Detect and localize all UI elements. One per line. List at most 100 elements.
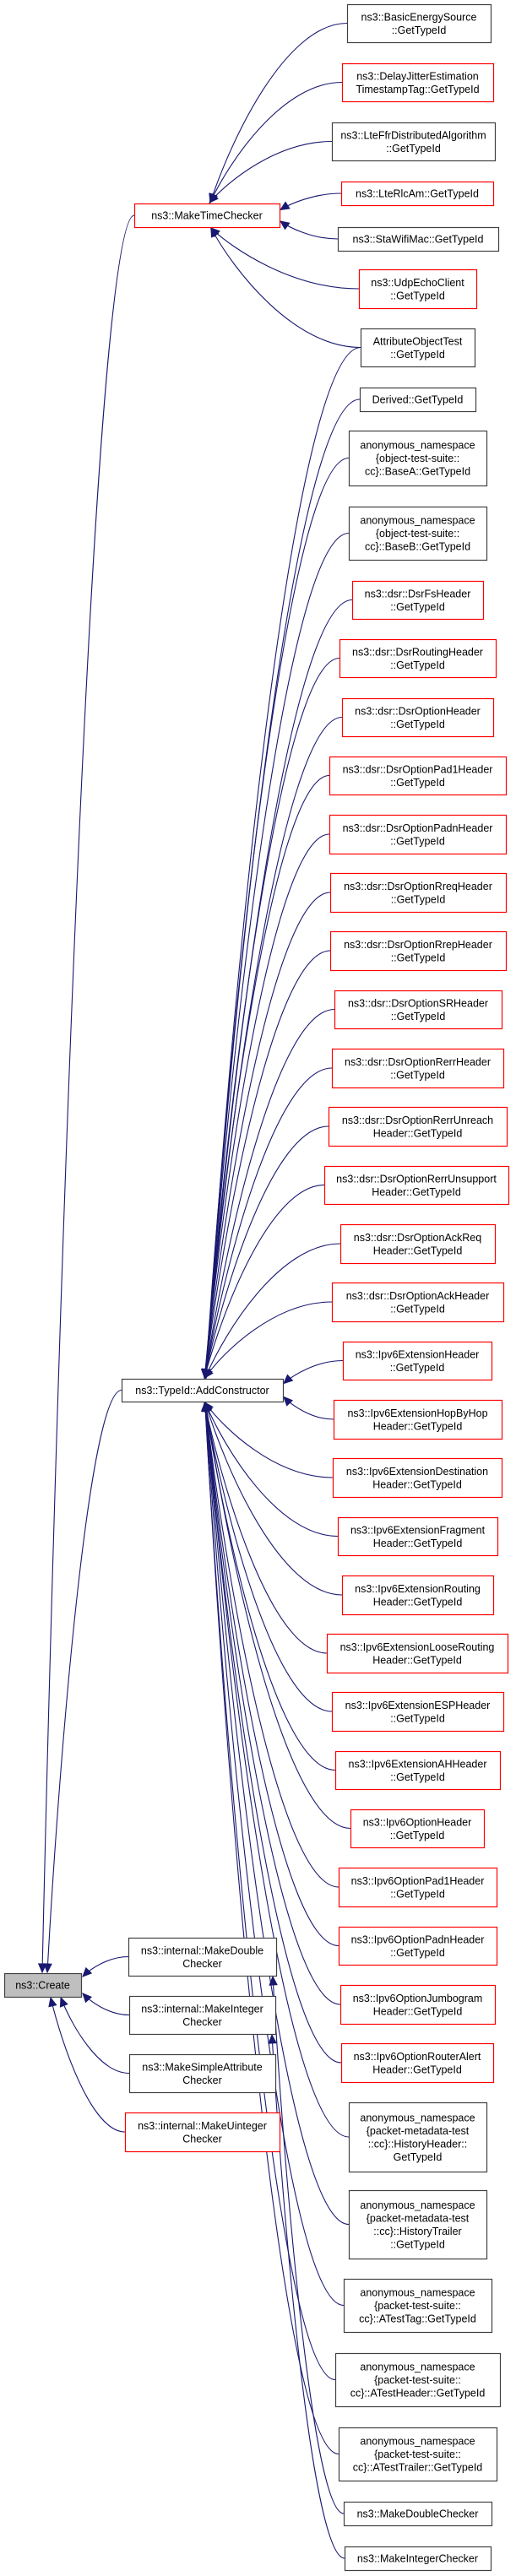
- node-label-line: ns3::Create: [15, 1980, 70, 1992]
- node-add-constructor[interactable]: ns3::TypeId::AddConstructor: [121, 1378, 285, 1403]
- node-create[interactable]: ns3::Create: [3, 1972, 83, 1998]
- node-box: [133, 203, 281, 229]
- node-ipv6-ext-fragment[interactable]: ns3::Ipv6ExtensionFragmentHeader::GetTyp…: [337, 1516, 499, 1557]
- node-ipv6-option-jumbogram[interactable]: ns3::Ipv6OptionJumbogramHeader::GetTypeI…: [339, 1984, 497, 2026]
- node-dsr-option-header[interactable]: ns3::dsr::DsrOptionHeader::GetTypeId: [341, 697, 495, 738]
- node-label-line: ns3::LteFfrDistributedAlgorithm: [340, 129, 486, 141]
- node-ipv6-option-pad1[interactable]: ns3::Ipv6OptionPad1Header::GetTypeId: [338, 1867, 498, 1908]
- node-dsr-option-rerr[interactable]: ns3::dsr::DsrOptionRerrHeader::GetTypeId: [331, 1048, 505, 1089]
- nodes-layer: ns3::Create ns3::MakeTimeCheckerns3::Type…: [3, 3, 510, 2572]
- node-base-a[interactable]: anonymous_namespace{object-test-suite::c…: [348, 430, 488, 487]
- node-dsr-option-rerr-unreach[interactable]: ns3::dsr::DsrOptionRerrUnreachHeader::Ge…: [328, 1106, 508, 1147]
- node-label-line: ns3::dsr::DsrOptionRerrHeader: [345, 1056, 491, 1068]
- node-history-header[interactable]: anonymous_namespace {packet-metadata-test…: [348, 2101, 488, 2173]
- node-box: [338, 1867, 498, 1908]
- node-label-line: Checker: [182, 2074, 222, 2086]
- node-ipv6-option-header[interactable]: ns3::Ipv6OptionHeader::GetTypeId: [350, 1809, 486, 1849]
- node-ipv6-ext-routing[interactable]: ns3::Ipv6ExtensionRoutingHeader::GetType…: [341, 1575, 495, 1616]
- edge-ipv6_ext_esp-to-add_constructor: [204, 1402, 333, 1712]
- node-box: [338, 2427, 498, 2482]
- node-label-line: ns3::UdpEchoClient: [371, 277, 464, 289]
- node-ipv6-ext-loose-routing[interactable]: ns3::Ipv6ExtensionLooseRoutingHeader::Ge…: [326, 1633, 509, 1674]
- node-internal-make-double[interactable]: ns3::internal::MakeDoubleChecker: [128, 1937, 278, 1977]
- node-label-line: anonymous_namespace: [360, 2287, 475, 2299]
- node-atest-trailer[interactable]: anonymous_namespace{packet-test-suite::c…: [338, 2427, 498, 2482]
- node-dsr-option-rerr-unsupport[interactable]: ns3::dsr::DsrOptionRerrUnsupportHeader::…: [323, 1165, 510, 1206]
- node-lte-rlc-am[interactable]: ns3::LteRlcAm::GetTypeId: [340, 181, 495, 207]
- node-box: [360, 328, 476, 368]
- node-label-line: ::GetTypeId: [390, 777, 445, 789]
- node-box: [329, 756, 508, 796]
- node-label-line: ns3::BasicEnergySource: [361, 11, 477, 23]
- node-label-line: cc}::BaseA::GetTypeId: [365, 466, 470, 478]
- arrowhead-icon: [279, 201, 291, 211]
- node-base-b[interactable]: anonymous_namespace{object-test-suite::c…: [348, 506, 488, 561]
- node-internal-make-integer[interactable]: ns3::internal::MakeIntegerChecker: [128, 1995, 277, 2036]
- edge-ipv6_option_jumbogram-to-add_constructor: [204, 1402, 341, 2005]
- node-label-line: Header::GetTypeId: [373, 1245, 463, 1256]
- node-ipv6-ext-header[interactable]: ns3::Ipv6ExtensionHeader::GetTypeId: [342, 1341, 493, 1381]
- node-lte-ffr[interactable]: ns3::LteFfrDistributedAlgorithm::GetType…: [331, 122, 497, 162]
- node-dsr-option-sr[interactable]: ns3::dsr::DsrOptionSRHeader::GetTypeId: [334, 990, 503, 1030]
- edge-ipv6_ext_routing-to-add_constructor: [204, 1402, 343, 1596]
- node-ipv6-option-padn[interactable]: ns3::Ipv6OptionPadnHeader::GetTypeId: [338, 1926, 498, 1966]
- node-label-line: anonymous_namespace: [360, 2112, 475, 2123]
- node-box: [343, 2278, 493, 2334]
- node-label-line: ::GetTypeId: [390, 601, 445, 613]
- node-label-line: ::GetTypeId: [391, 1011, 446, 1022]
- node-dsr-option-rreq[interactable]: ns3::dsr::DsrOptionRreqHeader::GetTypeId: [329, 872, 508, 914]
- node-ipv6-ext-esp[interactable]: ns3::Ipv6ExtensionESPHeader::GetTypeId: [331, 1691, 505, 1733]
- node-label-line: ns3::Ipv6OptionHeader: [363, 1816, 472, 1828]
- node-make-double-checker[interactable]: ns3::MakeDoubleChecker: [343, 2501, 493, 2527]
- node-ipv6-ext-hop-by-hop[interactable]: ns3::Ipv6ExtensionHopByHopHeader::GetTyp…: [333, 1399, 503, 1440]
- node-dsr-option-padn[interactable]: ns3::dsr::DsrOptionPadnHeader::GetTypeId: [329, 814, 508, 855]
- edge-dsr_option_padn-to-add_constructor: [204, 833, 330, 1379]
- node-label-line: ::GetTypeId: [390, 659, 445, 671]
- node-label-line: ::GetTypeId: [390, 1712, 445, 1724]
- node-basic-energy-source[interactable]: ns3::BasicEnergySource::GetTypeId: [346, 3, 492, 44]
- node-dsr-option-ack[interactable]: ns3::dsr::DsrOptionAckHeader::GetTypeId: [331, 1282, 505, 1323]
- node-label-line: cc}::ATestTag::GetTypeId: [359, 2313, 476, 2325]
- node-dsr-option-rrep[interactable]: ns3::dsr::DsrOptionRrepHeader::GetTypeId: [329, 930, 508, 972]
- edge-atest_header-to-add_constructor: [204, 1402, 336, 2381]
- node-ipv6-ext-destination[interactable]: ns3::Ipv6ExtensionDestinationHeader::Get…: [332, 1457, 503, 1499]
- node-box: [358, 268, 478, 310]
- node-label-line: ::GetTypeId: [386, 143, 441, 155]
- edge-ipv6_ext_fragment-to-add_constructor: [204, 1402, 339, 1537]
- node-udp-echo-client[interactable]: ns3::UdpEchoClient::GetTypeId: [358, 268, 478, 310]
- node-ipv6-ext-ah[interactable]: ns3::Ipv6ExtensionAHHeader::GetTypeId: [334, 1750, 502, 1791]
- node-make-integer-checker[interactable]: ns3::MakeIntegerChecker: [344, 2546, 492, 2572]
- node-attribute-object-test[interactable]: AttributeObjectTest::GetTypeId: [360, 328, 476, 368]
- node-label-line: ns3::dsr::DsrOptionAckReq: [354, 1232, 481, 1244]
- node-sta-wifi-mac[interactable]: ns3::StaWifiMac::GetTypeId: [337, 226, 500, 252]
- node-box: [323, 1165, 510, 1206]
- node-label-line: {packet-metadata-test: [367, 2125, 470, 2137]
- arrowhead-icon: [209, 193, 219, 203]
- node-ipv6-option-router-alert[interactable]: ns3::Ipv6OptionRouterAlertHeader::GetTyp…: [340, 2042, 495, 2084]
- edge-ipv6_option_padn-to-add_constructor: [204, 1402, 339, 1947]
- node-label-line: ::GetTypeId: [390, 1069, 445, 1081]
- arrowhead-icon: [269, 1975, 278, 1986]
- node-derived[interactable]: Derived::GetTypeId: [359, 387, 477, 413]
- arrowhead-icon: [43, 1963, 52, 1974]
- node-dsr-fs-header[interactable]: ns3::dsr::DsrFsHeader::GetTypeId: [351, 580, 485, 621]
- node-label-line: Header::GetTypeId: [373, 2005, 463, 2017]
- node-atest-tag[interactable]: anonymous_namespace{packet-test-suite::c…: [343, 2278, 493, 2334]
- node-make-time-checker[interactable]: ns3::MakeTimeChecker: [133, 203, 281, 229]
- node-label-line: ns3::MakeTimeChecker: [151, 210, 263, 222]
- edge-lte_ffr-to-make_time_checker: [209, 140, 333, 203]
- node-box: [359, 387, 477, 413]
- node-dsr-routing-header[interactable]: ns3::dsr::DsrRoutingHeader::GetTypeId: [339, 638, 497, 679]
- node-delay-jitter[interactable]: ns3::DelayJitterEstimationTimestampTag::…: [341, 62, 495, 103]
- edge-attribute_object_test-to-add_constructor: [205, 346, 361, 1379]
- edge-base_b-to-add_constructor: [204, 532, 350, 1379]
- node-history-trailer[interactable]: anonymous_namespace{packet-metadata-test…: [348, 2189, 488, 2260]
- node-box: [128, 2053, 277, 2094]
- node-atest-header[interactable]: anonymous_namespace{packet-test-suite::c…: [334, 2352, 502, 2408]
- node-dsr-option-pad1[interactable]: ns3::dsr::DsrOptionPad1Header::GetTypeId: [329, 756, 508, 796]
- node-label-line: ::GetTypeId: [390, 1888, 445, 1900]
- node-dsr-option-ack-req[interactable]: ns3::dsr::DsrOptionAckReqHeader::GetType…: [339, 1223, 497, 1265]
- node-label-line: ::GetTypeId: [390, 1771, 445, 1783]
